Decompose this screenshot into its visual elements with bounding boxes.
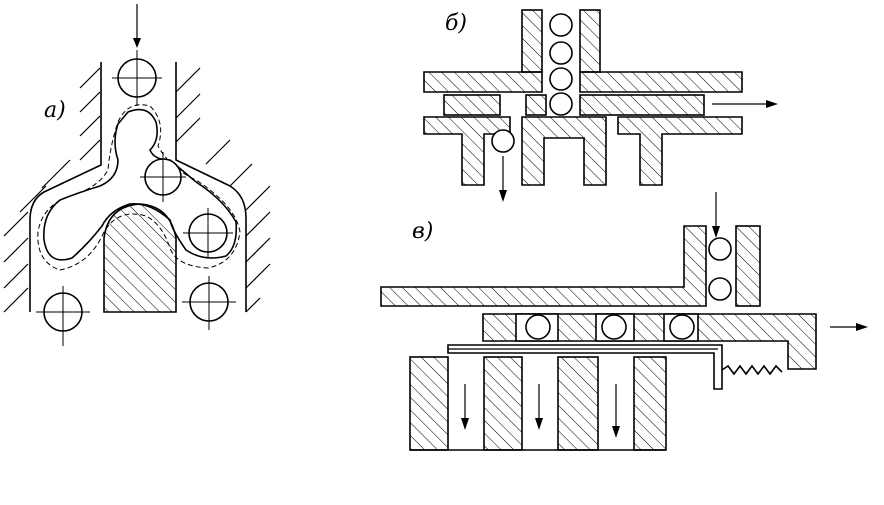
ball-a-bottom-right: [182, 276, 236, 330]
slide-arrow-v: [830, 323, 868, 331]
center-divider-wedge: [103, 203, 177, 313]
view-a-branching-feeder: а): [3, 4, 271, 346]
return-spring: [721, 364, 783, 376]
outlet-chutes: [409, 356, 667, 451]
pocket-slider: [482, 313, 817, 370]
slider-right: [579, 94, 705, 116]
insert-motion-outline: [37, 104, 241, 271]
ball-v-pocket-3: [669, 314, 695, 340]
ball-a-bottom-left: [36, 286, 90, 346]
feed-arrow-v: [712, 192, 720, 238]
view-v-label: в): [412, 219, 433, 244]
ball-b-4: [549, 92, 573, 116]
ball-v-pocket-1: [525, 314, 551, 340]
left-housing-hatching: [3, 67, 101, 313]
upper-plate: [423, 71, 743, 93]
ball-b-2: [549, 41, 573, 65]
view-v-multi-channel-feeder: в): [380, 192, 868, 451]
lower-plate-mid: [521, 116, 607, 186]
ball-a-middle: [140, 152, 186, 202]
ball-b-1: [549, 13, 573, 37]
channel-outline: [29, 62, 247, 312]
ball-b-dropping: [491, 129, 515, 153]
ball-b-3: [549, 67, 573, 91]
top-l-plate: [380, 225, 707, 307]
view-a-label: а): [44, 98, 66, 123]
ball-a-right: [183, 208, 233, 258]
outlet-arrows: [461, 384, 620, 438]
ball-v-tube-1: [708, 237, 732, 261]
view-b-slide-feeder: б): [423, 9, 778, 202]
view-b-label: б): [445, 11, 467, 36]
hopper-wall-right: [579, 9, 601, 73]
feed-tube-right-wall: [735, 225, 761, 307]
feed-arrow-a: [133, 4, 141, 48]
lower-plate-left: [423, 116, 511, 186]
ball-a-top: [112, 50, 162, 106]
ball-v-pocket-2: [601, 314, 627, 340]
slider-left: [443, 94, 501, 116]
right-housing-hatching: [175, 67, 271, 313]
hopper-wall-left: [521, 9, 543, 73]
guide-plate: [447, 344, 723, 390]
slider-pocket-wall: [525, 94, 547, 116]
lower-plate-right: [617, 116, 743, 186]
ball-v-tube-2: [708, 277, 732, 301]
drop-arrow-b: [499, 156, 507, 202]
slide-arrow-b: [712, 100, 778, 108]
